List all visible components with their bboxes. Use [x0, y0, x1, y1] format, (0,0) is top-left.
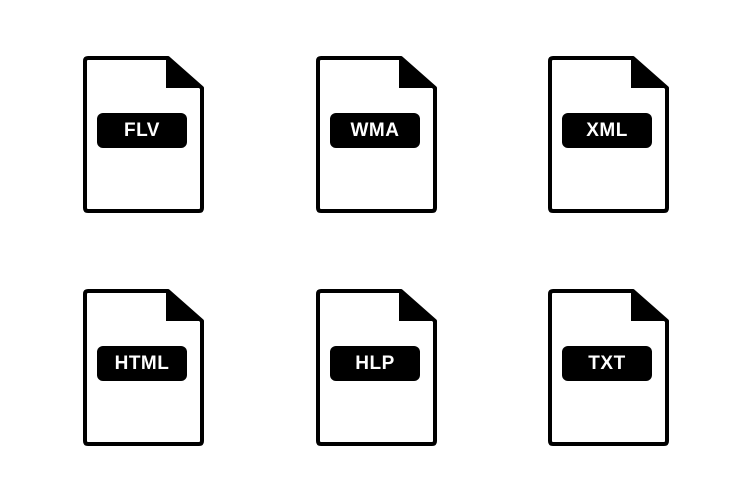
- file-html-icon: HTML: [82, 288, 206, 448]
- file-xml-icon: XML: [547, 55, 671, 215]
- file-type-label: TXT: [562, 346, 652, 381]
- file-hlp-icon: HLP: [315, 288, 439, 448]
- file-type-label: WMA: [330, 113, 420, 148]
- file-type-label: FLV: [97, 113, 187, 148]
- file-wma-icon: WMA: [315, 55, 439, 215]
- file-type-label: XML: [562, 113, 652, 148]
- file-type-label: HTML: [97, 346, 187, 381]
- file-txt-icon: TXT: [547, 288, 671, 448]
- file-flv-icon: FLV: [82, 55, 206, 215]
- file-type-label: HLP: [330, 346, 420, 381]
